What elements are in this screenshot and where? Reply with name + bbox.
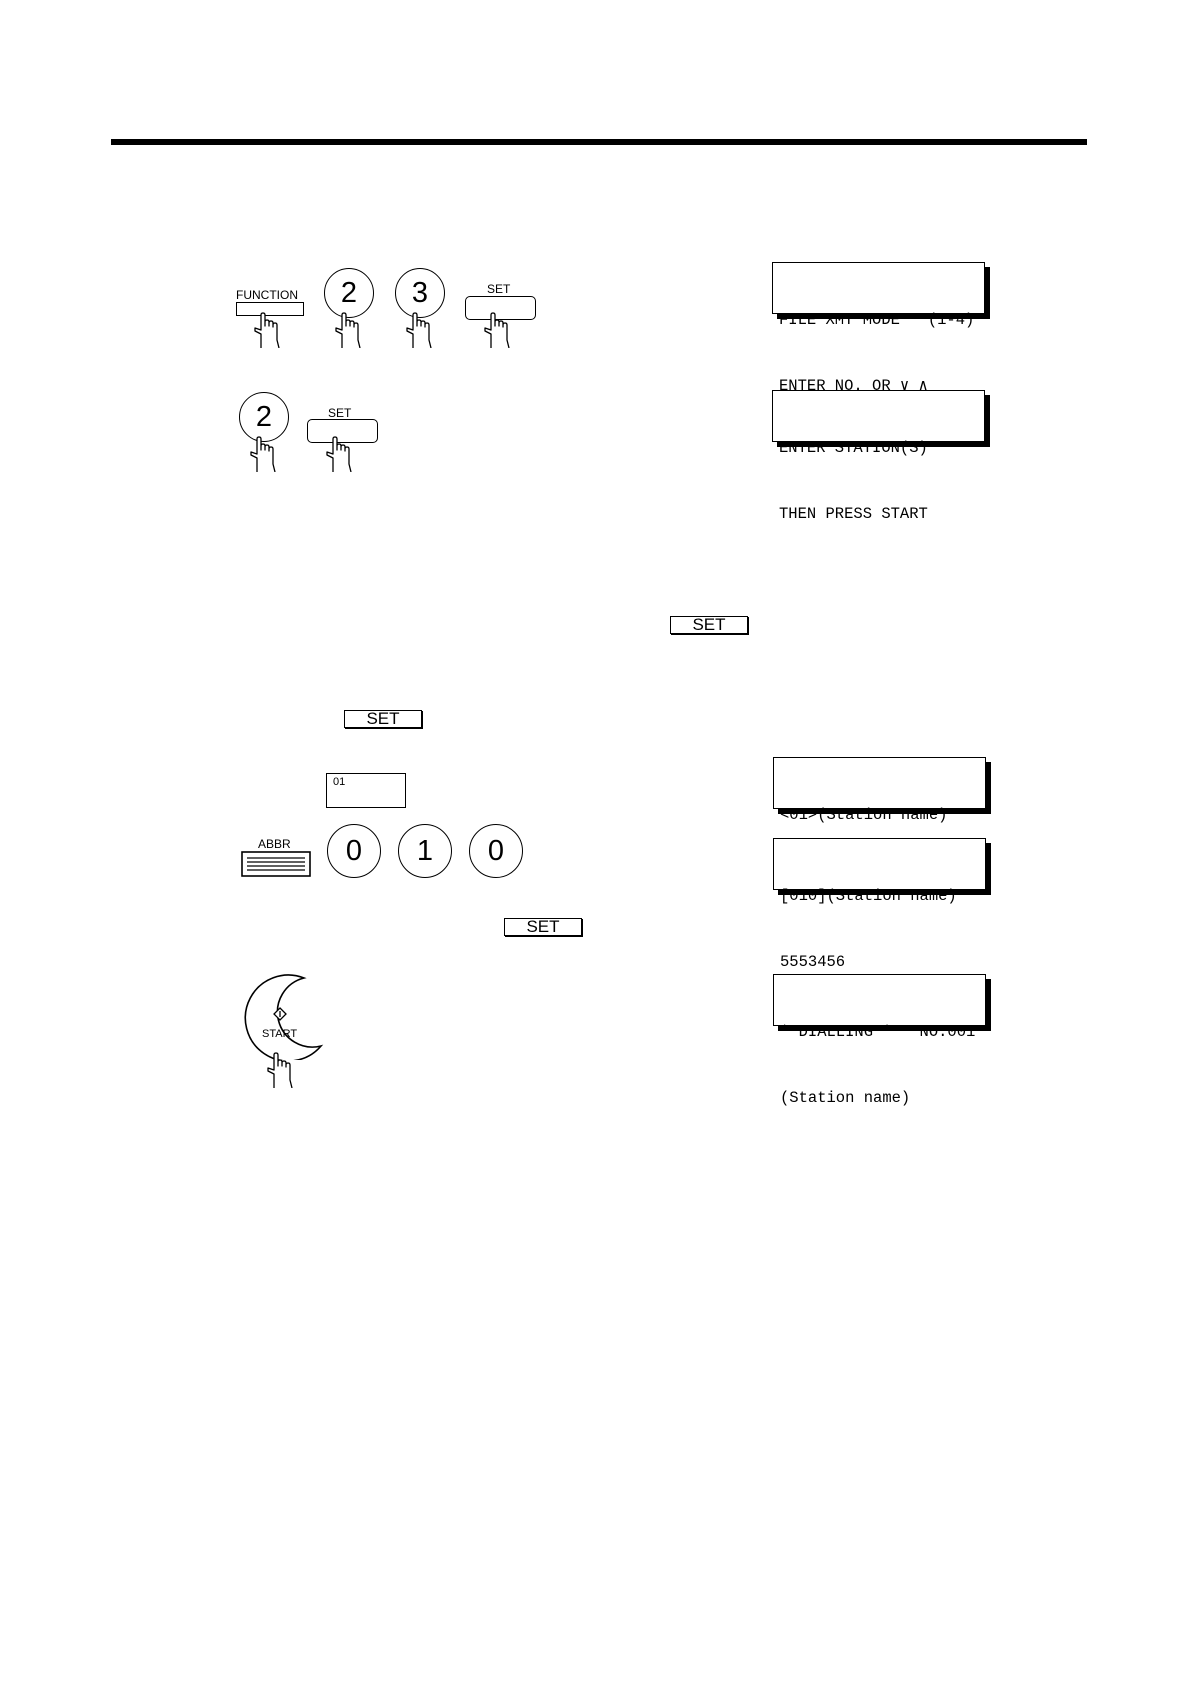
start-key[interactable] — [234, 970, 326, 1060]
set-key-label: SET — [328, 406, 352, 420]
pointing-hand-icon — [252, 312, 284, 348]
set-key-reference: SET — [504, 918, 582, 936]
set-key-label: SET — [487, 282, 511, 296]
set-key-reference: SET — [670, 616, 748, 634]
number-key-0[interactable]: 0 — [327, 824, 381, 878]
pointing-hand-icon — [265, 1052, 297, 1088]
pointing-hand-icon — [333, 312, 365, 348]
function-key-label: FUNCTION — [236, 288, 298, 302]
number-key-0[interactable]: 0 — [469, 824, 523, 878]
abbr-key[interactable] — [241, 851, 311, 877]
lcd-dialling: * DIALLING * NO.001 (Station name) — [773, 974, 986, 1107]
pointing-hand-icon — [404, 312, 436, 348]
number-key-3[interactable]: 3 — [395, 268, 445, 318]
set-key-reference: SET — [344, 710, 422, 728]
number-key-2[interactable]: 2 — [324, 268, 374, 318]
lcd-file-xmt-mode: FILE XMT MODE (1-4) ENTER NO. OR ∨ ∧ — [772, 262, 985, 395]
one-touch-key-01[interactable]: 01 — [326, 773, 406, 808]
pointing-hand-icon — [248, 436, 280, 472]
lcd-enter-stations: ENTER STATION(S) THEN PRESS START — [772, 390, 985, 523]
abbr-key-label: ABBR — [258, 837, 291, 851]
pointing-hand-icon — [482, 312, 514, 348]
start-key-label: START — [262, 1028, 298, 1040]
set-key[interactable] — [465, 296, 536, 320]
number-key-1[interactable]: 1 — [398, 824, 452, 878]
start-diamond-icon — [273, 1007, 287, 1021]
lcd-abbr-station: [010](Station name) 5553456 — [773, 838, 986, 971]
pointing-hand-icon — [324, 436, 356, 472]
top-rule — [111, 139, 1087, 145]
set-key[interactable] — [307, 419, 378, 443]
number-key-2[interactable]: 2 — [239, 392, 289, 442]
function-key[interactable] — [236, 302, 304, 316]
lcd-one-touch-station: <01>(Station name) 5551234 — [773, 757, 986, 890]
